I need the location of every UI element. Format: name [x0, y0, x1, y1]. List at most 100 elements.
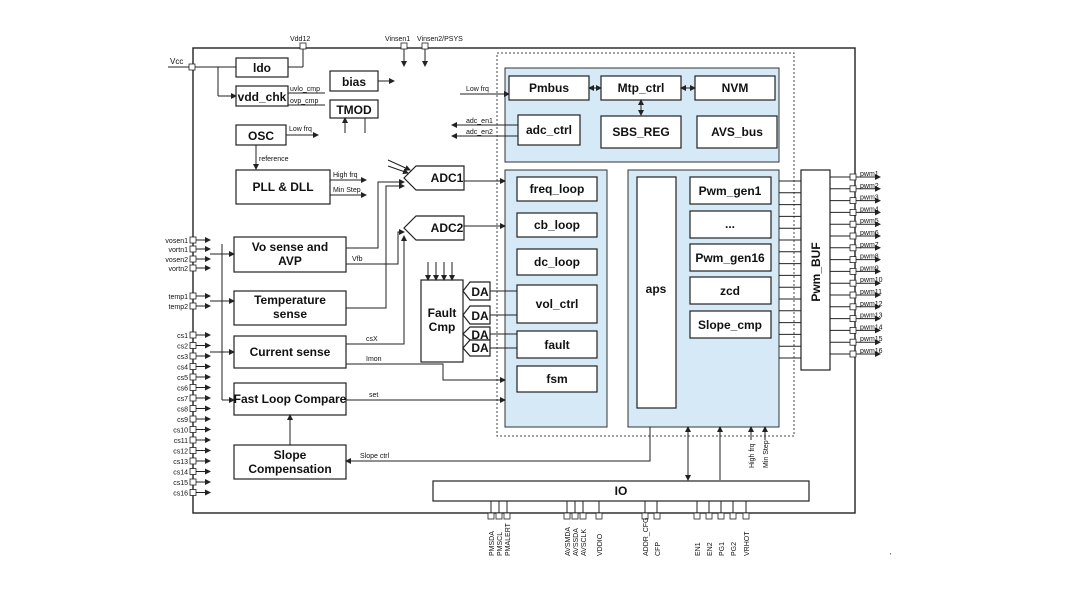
- pwm-buf-input-lines: [779, 180, 801, 359]
- pin-PMALERT: PMALERT: [503, 501, 512, 556]
- pin-pwm12: pwm12: [830, 301, 883, 311]
- vcc-label: Vcc: [170, 57, 183, 66]
- pin-PMSDA: PMSDA: [487, 501, 496, 556]
- pin-label: pwm1: [860, 171, 879, 178]
- pin-label: vosen1: [165, 238, 188, 245]
- fault-block: [516, 330, 598, 359]
- pin-EN1: EN1: [693, 501, 702, 556]
- pin-AVSCLK: AVSCLK: [579, 501, 588, 556]
- pin-label: cs5: [177, 375, 188, 382]
- adc-ctrl-label: adc_ctrl: [526, 123, 572, 137]
- pin-label: cs9: [177, 417, 188, 424]
- pin-label: cs16: [173, 491, 188, 498]
- pin-cs6: cs6: [177, 384, 211, 393]
- da-4: [462, 339, 491, 357]
- fault-label: fault: [544, 338, 569, 352]
- pwm-buf-label: Pwm_BUF: [809, 242, 823, 301]
- pin-label: pwm9: [860, 265, 879, 272]
- temp-sense-label-2: sense: [273, 307, 307, 321]
- pin-label: cs11: [174, 438, 188, 445]
- pin-label: cs3: [177, 354, 188, 361]
- pin-temp1: temp1: [169, 292, 211, 301]
- pin-label: pwm14: [860, 324, 883, 331]
- pin-label: cs2: [177, 344, 188, 351]
- pin-AVSSDA: AVSSDA: [571, 501, 580, 556]
- stray-mark: ': [890, 553, 891, 560]
- pin-label: PMALERT: [505, 522, 512, 556]
- da-converters: DA DA DA DA: [462, 281, 491, 357]
- pin-pwm7: pwm7: [830, 242, 881, 252]
- pin-label: AVSMDA: [565, 527, 572, 556]
- vo-sense-block: [233, 236, 347, 273]
- pin-label: PG1: [719, 542, 726, 556]
- pin-cs3: cs3: [177, 352, 211, 361]
- pll-dll-block: [235, 169, 331, 205]
- mtp-ctrl-label: Mtp_ctrl: [618, 81, 665, 95]
- pin-label: VRHOT: [744, 531, 751, 556]
- pin-label: pwm16: [860, 348, 883, 355]
- fault-cmp-label-1: Fault: [428, 306, 457, 320]
- avs-bus-label: AVS_bus: [711, 125, 763, 139]
- pin-pwm4: pwm4: [830, 206, 881, 216]
- osc-label: OSC: [248, 129, 274, 143]
- pwm-gen-ellipsis-block: [689, 210, 772, 239]
- pin-label: cs4: [177, 365, 188, 372]
- pin-cs8: cs8: [177, 405, 211, 414]
- ovp-cmp-label: ovp_cmp: [290, 98, 319, 105]
- nvm-label: NVM: [722, 81, 749, 95]
- min-step-vertical-label: Min Step: [763, 440, 770, 468]
- ldo-label: ldo: [253, 61, 271, 75]
- osc-low-frq-label: Low frq: [289, 126, 312, 133]
- dc-loop-block: [516, 248, 598, 276]
- pwm-gen1-block: [689, 176, 772, 205]
- vdd-chk-block: [235, 85, 289, 107]
- pin-AVSMDA: AVSMDA: [563, 501, 572, 556]
- vol-ctrl-label: vol_ctrl: [536, 297, 579, 311]
- tmod-block: [329, 99, 379, 119]
- fault-cmp-label-2: Cmp: [429, 320, 456, 334]
- pin-label: pwm6: [860, 230, 879, 237]
- pll-dll-label: PLL & DLL: [252, 180, 313, 194]
- vo-sense-label-1: Vo sense and: [252, 240, 328, 254]
- io-block: [432, 480, 810, 502]
- pin-label: EN1: [695, 542, 702, 556]
- pin-VRHOT: VRHOT: [742, 501, 751, 556]
- pin-temp2: temp2: [169, 302, 211, 311]
- zcd-label: zcd: [720, 284, 740, 298]
- pin-cs2: cs2: [177, 342, 211, 351]
- pin-label: cs7: [177, 396, 188, 403]
- vdd-chk-label: vdd_chk: [238, 90, 287, 104]
- pin-label: pwm12: [860, 301, 883, 308]
- adc1-label: ADC1: [431, 171, 464, 185]
- vdd12-label: Vdd12: [290, 36, 310, 43]
- pin-label: pwm2: [860, 183, 879, 190]
- pin-label: EN2: [707, 542, 714, 556]
- csx-label: csX: [366, 336, 378, 343]
- pwm-gen1-label: Pwm_gen1: [699, 184, 762, 198]
- pmbus-block: [508, 75, 590, 101]
- pin-label: temp1: [169, 294, 189, 301]
- temp-sense-label-1: Temperature: [254, 293, 326, 307]
- vcc-pin: [188, 63, 196, 71]
- pin-label: pwm7: [860, 242, 879, 249]
- slope-compensation-block: [233, 444, 347, 480]
- cb-loop-block: [516, 212, 598, 238]
- pin-pwm2: pwm2: [830, 183, 881, 193]
- pin-PG1: PG1: [717, 501, 726, 556]
- pin-pwm11: pwm11: [830, 289, 882, 299]
- pin-vosen1: vosen1: [165, 236, 211, 245]
- pin-label: temp2: [169, 304, 189, 311]
- pin-pwm14: pwm14: [830, 324, 883, 334]
- pin-label: cs1: [177, 333, 188, 340]
- pin-label: vortn2: [169, 266, 189, 273]
- pin-PMSCL: PMSCL: [495, 501, 504, 556]
- high-frq-label: High frq: [333, 172, 358, 179]
- pwm-buf-block: [800, 169, 831, 371]
- pin-cs9: cs9: [177, 415, 211, 424]
- pin-cs10: cs10: [173, 426, 211, 435]
- fault-cmp-block: [420, 279, 464, 363]
- freq-loop-block: [516, 176, 598, 202]
- pin-label: PMSCL: [497, 532, 504, 556]
- pin-label: AVSCLK: [581, 529, 588, 556]
